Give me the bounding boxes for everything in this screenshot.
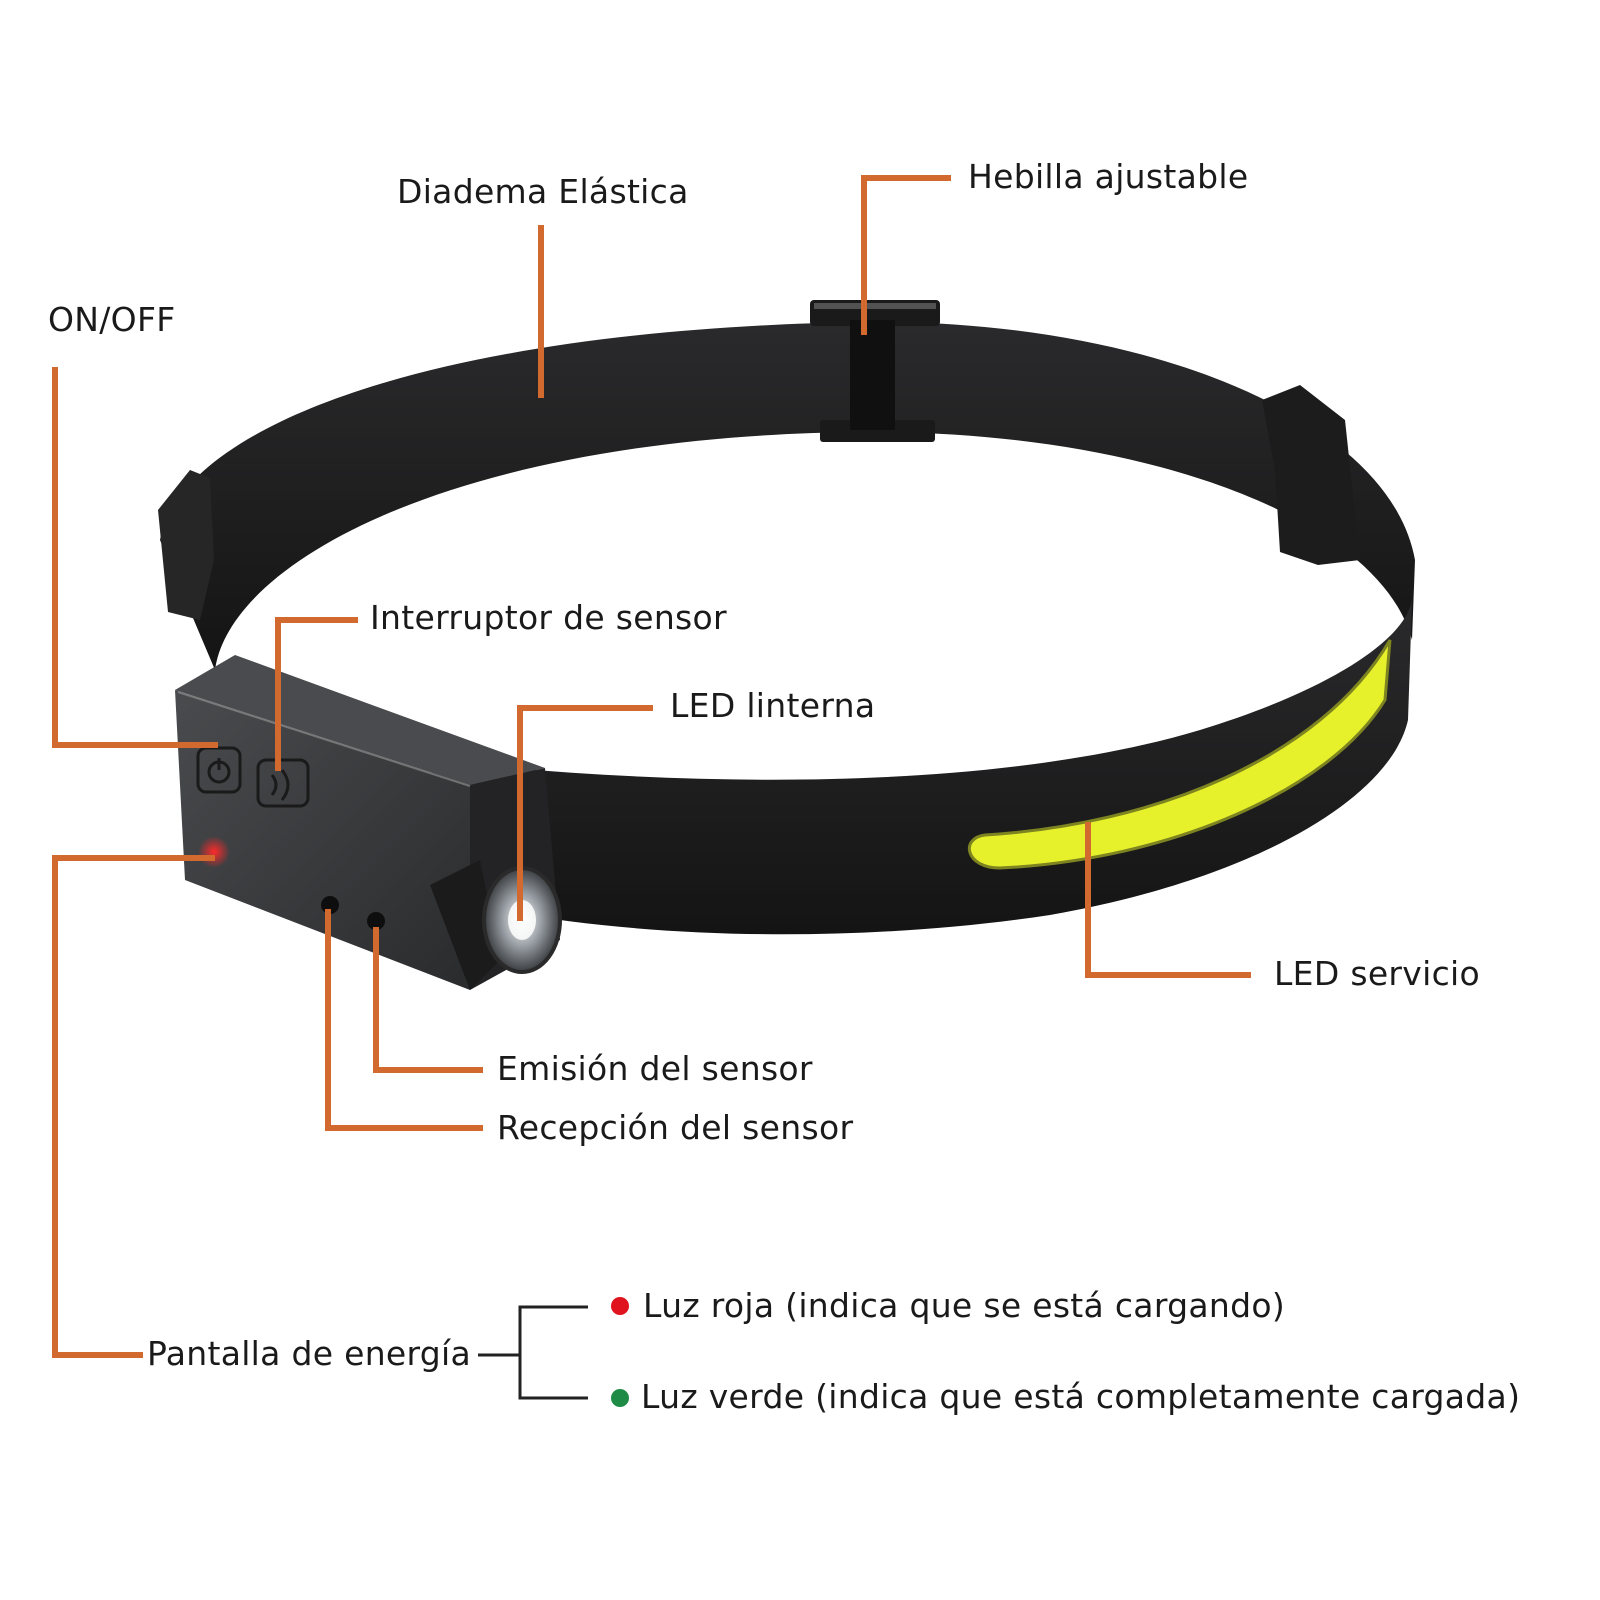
elastic-band: [158, 321, 1415, 670]
indicator-green-text: Luz verde (indica que está completamente…: [641, 1377, 1521, 1416]
leader-emision: [373, 927, 483, 1073]
label-hebilla-ajustable: Hebilla ajustable: [968, 157, 1249, 196]
label-led-servicio: LED servicio: [1274, 954, 1480, 993]
label-emision-del-sensor: Emisión del sensor: [497, 1049, 813, 1088]
sensor-button: [256, 758, 310, 808]
red-dot-icon: [611, 1297, 629, 1315]
green-dot-icon: [611, 1389, 629, 1407]
front-band: [430, 600, 1412, 935]
leader-pantalla: [52, 855, 215, 1358]
leader-lines: [52, 175, 1251, 1358]
power-indicator-light: [198, 836, 230, 868]
lamp-housing: [175, 655, 562, 990]
label-pantalla-de-energia: Pantalla de energía: [147, 1334, 472, 1373]
leader-on-off: [52, 367, 218, 748]
leader-recepcion: [325, 909, 483, 1131]
flashlight-led: [430, 860, 562, 990]
label-diadema-elastica: Diadema Elástica: [397, 172, 689, 211]
indicator-bracket: [478, 1305, 588, 1400]
power-button: [196, 746, 242, 794]
label-interruptor-de-sensor: Interruptor de sensor: [370, 598, 727, 637]
adjustable-buckle: [810, 300, 940, 442]
label-recepcion-del-sensor: Recepción del sensor: [497, 1108, 854, 1147]
leader-led-linterna: [517, 705, 653, 921]
leader-interruptor: [275, 617, 358, 771]
label-led-linterna: LED linterna: [670, 686, 876, 725]
label-on-off: ON/OFF: [48, 300, 176, 339]
indicator-red-text: Luz roja (indica que se está cargando): [643, 1286, 1286, 1325]
leader-hebilla: [861, 175, 951, 335]
leader-led-servicio: [1085, 822, 1251, 978]
sensor-emitter-hole: [367, 912, 385, 930]
cob-led-strip: [967, 639, 1392, 870]
